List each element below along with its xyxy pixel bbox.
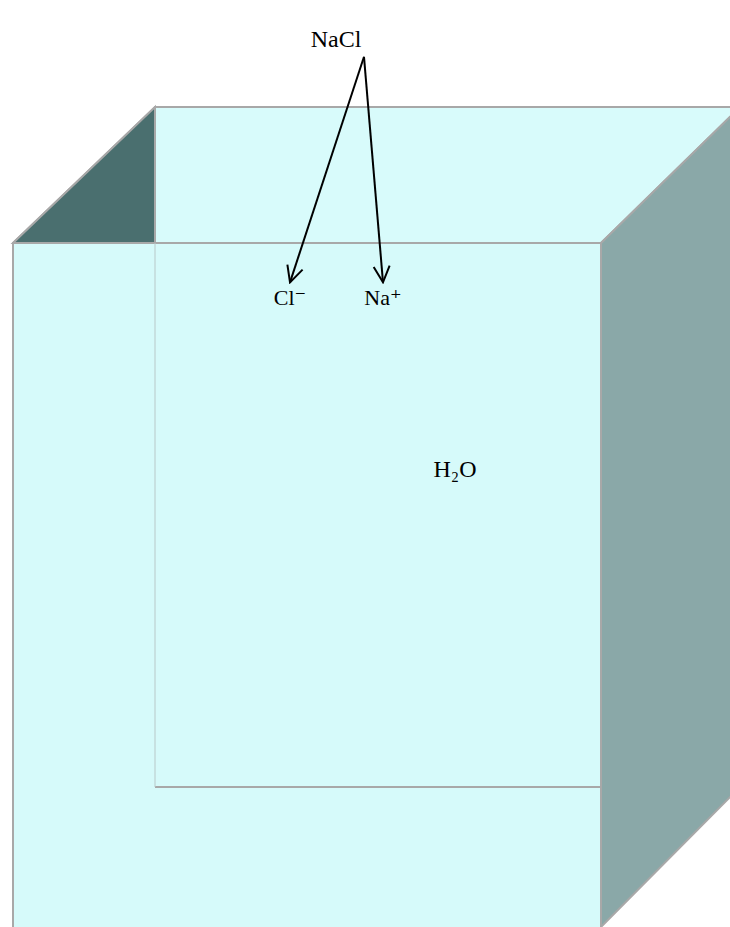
node-label: NaCl	[309, 25, 364, 55]
arrow-connector	[364, 57, 383, 283]
tank-back-edge	[155, 786, 601, 788]
node-label: H₂O	[431, 455, 478, 485]
tank-right-wall	[601, 107, 730, 927]
tank-node: H₂O Cl⁻ Na⁺	[13, 243, 601, 927]
arrow-connector	[290, 57, 364, 283]
node-label: Na⁺	[362, 284, 403, 311]
text-node: NaCl	[309, 25, 364, 55]
tank-front	[13, 243, 601, 927]
node-label: Cl⁻	[272, 284, 308, 311]
text-node: Cl⁻	[272, 284, 308, 311]
text-node: Na⁺	[362, 284, 403, 311]
tank-back-edge	[155, 243, 156, 787]
